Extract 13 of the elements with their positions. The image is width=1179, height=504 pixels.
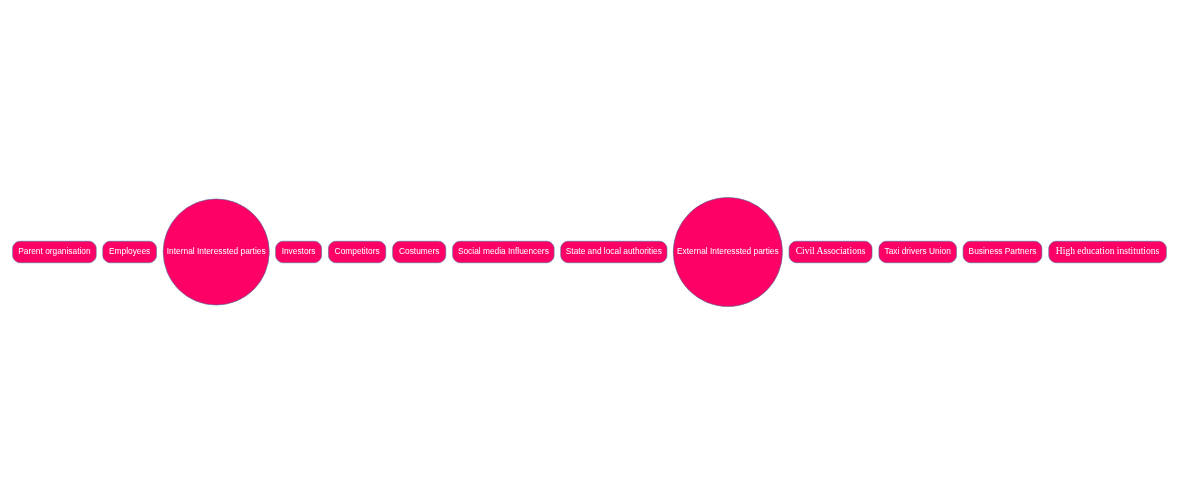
node-box: Civil Associations — [788, 240, 873, 264]
node-circle: Internal Interessted parties — [162, 198, 270, 306]
node-box: Competitors — [328, 240, 387, 264]
node-box: Costumers — [392, 240, 447, 264]
node-box: State and local authorities — [560, 240, 668, 264]
node-box: Parent organisation — [12, 240, 97, 264]
node-box: Business Partners — [962, 240, 1043, 264]
node-box: Social media Influencers — [452, 240, 555, 264]
node-circle: External Interessted parties — [672, 197, 783, 307]
node-box: High education institutions — [1048, 240, 1167, 264]
node-box: Taxi drivers Union — [878, 240, 957, 264]
node-box: Employees — [102, 240, 157, 264]
node-box: Investors — [275, 240, 322, 264]
